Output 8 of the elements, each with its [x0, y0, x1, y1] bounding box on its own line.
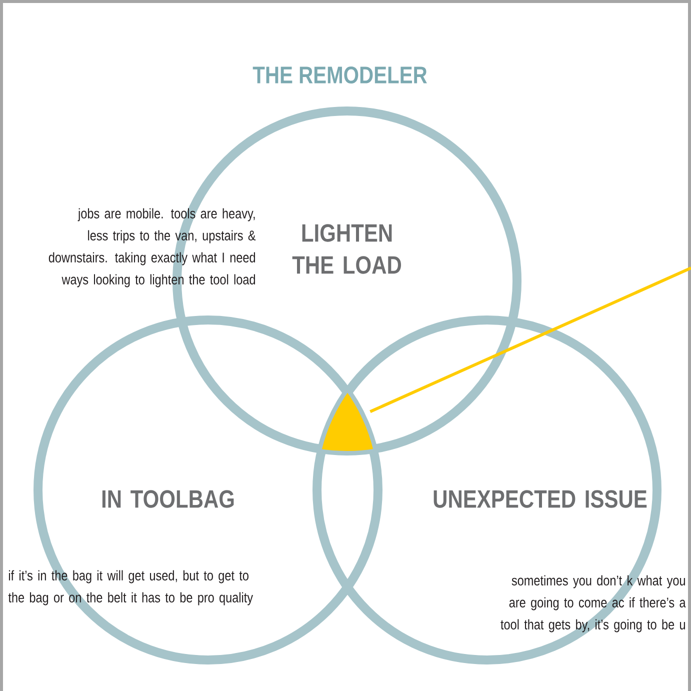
body-text: sometimes you don’t k what you are going to come ac if there’s a tool that gets by, it’s going to be u: [500, 575, 686, 632]
body-text: jobs are mobile. tools are heavy, less trips to the van, upstairs & downstairs. taking exactly what I need ways looking to lighten the tool load: [48, 208, 256, 288]
circle-heading: LIGHTEN THE LOAD: [292, 224, 402, 274]
body-text: if it’s in the bag it will get used, but to get to the bag or on the belt it has to be pro quality: [8, 570, 253, 606]
circle-heading: UNEXPECTED ISSUE: [434, 490, 647, 508]
leader-line: [370, 266, 691, 413]
circle-heading: IN TOOLBAG: [102, 490, 234, 508]
title: THE REMODELER: [252, 66, 427, 84]
